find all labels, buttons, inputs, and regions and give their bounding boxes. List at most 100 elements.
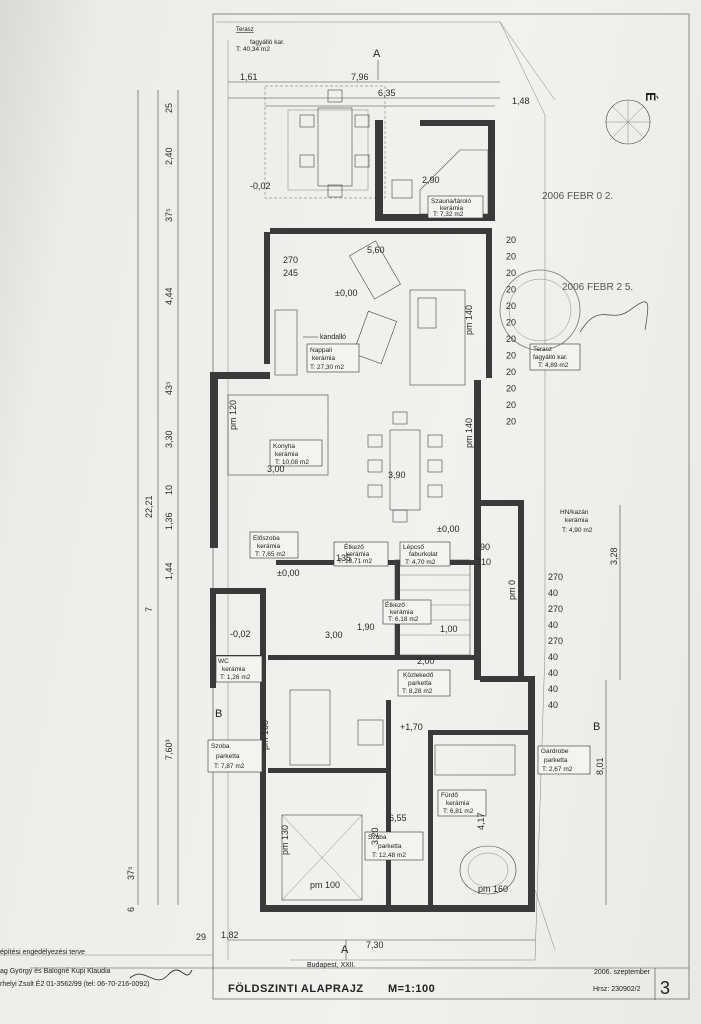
room-label-szoba2: Szoba parketta T: 12,48 m2 xyxy=(364,831,424,861)
north-arrow: É xyxy=(605,92,659,145)
dim-left-136: 1,36 xyxy=(164,512,174,530)
dim-i-290: 2,90 xyxy=(422,175,440,185)
right-dim-2: 20 xyxy=(506,268,516,278)
svg-text:Fürdő: Fürdő xyxy=(441,792,458,799)
room-label-szauna: Szauna/tároló kerámia T: 7,32 m2 xyxy=(427,195,484,219)
dim-i-560: 5,60 xyxy=(367,245,385,255)
hrsz-label: Hrsz: 230902/2 xyxy=(593,986,641,993)
svg-text:Szoba: Szoba xyxy=(368,834,387,841)
dim-left-240: 2,40 xyxy=(164,147,174,165)
right-dim2-2: 270 xyxy=(548,604,563,614)
dimension-lines-left xyxy=(137,90,179,905)
dim-i-390: 3,90 xyxy=(388,470,406,480)
svg-text:T: 27,30 m2: T: 27,30 m2 xyxy=(310,364,344,371)
dim-bot-730: 7,30 xyxy=(366,940,384,950)
dim-left-10: 10 xyxy=(164,485,174,495)
svg-text:Étkező: Étkező xyxy=(344,542,364,551)
right-dim2-3: 40 xyxy=(548,620,558,630)
right-dim-11: 20 xyxy=(506,417,516,427)
dim-bot-182: 1,82 xyxy=(221,930,239,940)
right-dim2-8: 40 xyxy=(548,700,558,710)
drawing-scale: M=1:100 xyxy=(388,983,435,995)
svg-text:T: 12,48 m2: T: 12,48 m2 xyxy=(372,852,406,859)
room-label-terasz-right: Terasz fagyálló kar. T: 4,89 m2 xyxy=(529,343,581,371)
dim-pm140b: pm 140 xyxy=(464,418,474,448)
dim-top-635: 6,35 xyxy=(378,88,396,98)
room-label-szoba1: Szoba parketta T: 7,87 m2 xyxy=(207,739,263,773)
section-b-right: B xyxy=(593,721,600,733)
svg-text:T: 4,70 m2: T: 4,70 m2 xyxy=(405,559,436,566)
svg-text:Terasz: Terasz xyxy=(533,346,552,353)
dim-i-320: 3,20 xyxy=(370,827,380,845)
right-dim2-0: 270 xyxy=(548,572,563,582)
right-dim-5: 20 xyxy=(506,318,516,328)
dim-i-300a: 3,00 xyxy=(267,464,285,474)
designer-line-2: rhelyi Zsolt É2 01-3562/99 (tel: 06-70-2… xyxy=(0,979,149,988)
room-label-nappali: Nappali kerámia T: 27,30 m2 xyxy=(306,343,360,373)
dimension-lines-top xyxy=(228,81,500,107)
svg-text:Közlekedő: Közlekedő xyxy=(403,672,434,679)
svg-text:Előszoba: Előszoba xyxy=(253,535,280,542)
dim-i-135: 135 xyxy=(336,553,351,563)
level-upper: +1,70 xyxy=(400,722,423,732)
level-entrance: -0,02 xyxy=(230,629,251,639)
right-dim2-7: 40 xyxy=(548,684,558,694)
dim-pm160: pm 160 xyxy=(478,884,508,894)
room-label-lepcso: Lépcső faburkolat T: 4,70 m2 xyxy=(399,541,451,567)
svg-text:parketta: parketta xyxy=(544,757,568,764)
right-dim-4: 20 xyxy=(506,301,516,311)
svg-text:parketta: parketta xyxy=(378,843,402,850)
dim-i-300b: 3,00 xyxy=(325,630,343,640)
drawing-date: 2006. szeptember xyxy=(594,969,651,976)
designer-line-1: ag György és Balogné Kupi Klaudia xyxy=(0,968,111,975)
drawing-title: FÖLDSZINTI ALAPRAJZ xyxy=(228,982,364,995)
room-label-kozlekedo: Közlekedő parketta T: 8,28 m2 xyxy=(397,669,451,697)
svg-text:parketta: parketta xyxy=(408,680,432,687)
svg-text:Lépcső: Lépcső xyxy=(403,544,424,551)
dim-pm100b: pm 100 xyxy=(310,880,340,890)
dim-left-2221: 22,21 xyxy=(144,495,154,518)
right-dim-7: 20 xyxy=(506,351,516,361)
dim-i-245: 245 xyxy=(283,268,298,278)
signature-mark xyxy=(579,301,649,333)
svg-text:kerámia: kerámia xyxy=(312,355,336,362)
dim-left-144: 1,44 xyxy=(164,562,174,580)
svg-text:kerámia: kerámia xyxy=(440,205,464,212)
right-dim2-4: 270 xyxy=(548,636,563,646)
level-nappali: ±0,00 xyxy=(335,288,357,298)
room-label-gardrobe: Gardrobe parketta T: 2,67 m2 xyxy=(537,745,591,775)
right-dim2-1: 40 xyxy=(548,588,558,598)
dim-right-328: 3,28 xyxy=(609,547,619,565)
location-label: Budapest, XXII. xyxy=(307,962,356,969)
svg-text:fagyálló kar.: fagyálló kar. xyxy=(533,354,568,361)
svg-text:parketta: parketta xyxy=(216,753,240,760)
svg-text:T: 7,65 m2: T: 7,65 m2 xyxy=(255,551,286,558)
right-dim-6: 20 xyxy=(506,334,516,344)
svg-text:kerámia: kerámia xyxy=(257,543,281,550)
terrace-top-outline xyxy=(264,85,386,199)
svg-text:T: 4,89 m2: T: 4,89 m2 xyxy=(538,362,569,369)
svg-text:T: 6,18 m2: T: 6,18 m2 xyxy=(388,616,419,623)
svg-text:T: 7,32 m2: T: 7,32 m2 xyxy=(433,211,464,218)
sheet-number: 3 xyxy=(660,978,670,998)
dim-pm100a: pm 100 xyxy=(260,720,270,750)
north-letter: É xyxy=(643,92,659,101)
svg-text:faburkolat: faburkolat xyxy=(409,551,438,558)
dim-left-7: 7 xyxy=(144,607,154,612)
right-dim-0: 20 xyxy=(506,235,516,245)
svg-text:kerámia: kerámia xyxy=(222,666,246,673)
dim-left-444: 4,44 xyxy=(164,287,174,305)
svg-text:T: 18,71 m2: T: 18,71 m2 xyxy=(338,558,372,565)
dim-left-760: 7,60³ xyxy=(164,739,174,760)
dim-pm140a: pm 140 xyxy=(464,305,474,335)
room-label-eloszoba: Előszoba kerámia T: 7,65 m2 xyxy=(249,531,299,559)
boundary-diag-bottom xyxy=(534,889,556,951)
dim-i-200: 2,00 xyxy=(417,656,435,666)
boundary-diag-top xyxy=(499,21,556,101)
svg-text:WC: WC xyxy=(218,658,229,665)
svg-text:fagyálló kar.: fagyálló kar. xyxy=(250,39,285,46)
svg-text:Terasz: Terasz xyxy=(236,27,254,33)
dim-i-210: 210 xyxy=(476,557,491,567)
